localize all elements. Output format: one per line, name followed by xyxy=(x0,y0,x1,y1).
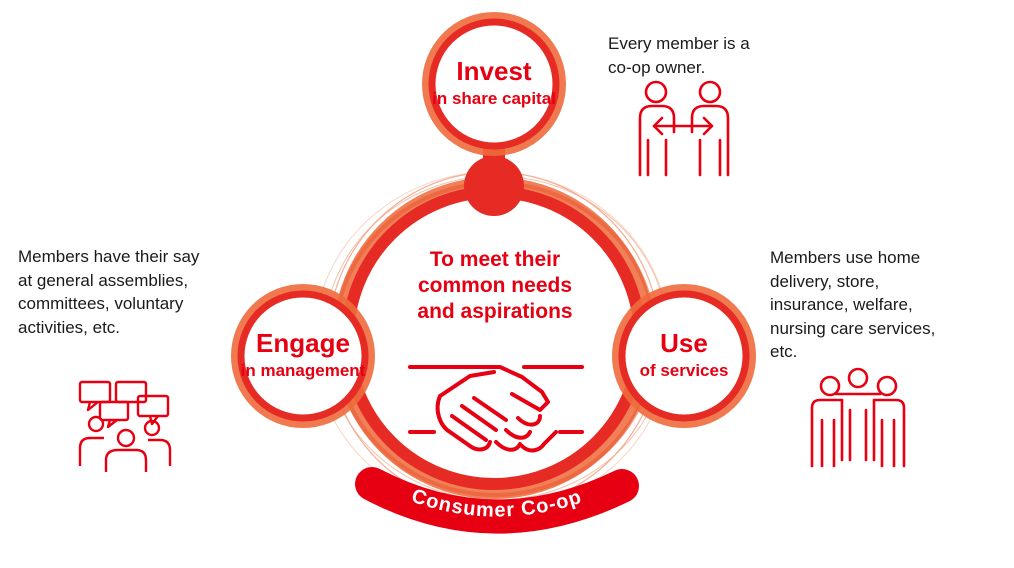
invest-subtitle: in share capital xyxy=(432,89,556,108)
services-note-line: Members use home xyxy=(770,248,921,267)
group-discussion-icon xyxy=(78,380,172,472)
invest-title: Invest xyxy=(456,56,531,86)
services-note-line: delivery, store, xyxy=(770,271,880,291)
engage-node: Engage in management xyxy=(231,284,375,428)
services-note-line: etc. xyxy=(770,342,798,361)
services-note-line: nursing care services, xyxy=(770,318,936,338)
owner-note: Every member is a co-op owner. xyxy=(608,32,750,79)
services-note-line: insurance, welfare, xyxy=(770,295,913,314)
use-subtitle: of services xyxy=(640,361,729,380)
owner-note-line: co-op owner. xyxy=(608,57,706,77)
center-line-2: common needs xyxy=(418,274,572,297)
say-note-line: at general assemblies, xyxy=(18,270,189,290)
say-note: Members have their say at general assemb… xyxy=(18,245,199,339)
use-node: Use of services xyxy=(612,284,756,428)
center-line-3: and aspirations xyxy=(417,300,572,323)
invest-node: Invest in share capital xyxy=(422,12,566,156)
engage-subtitle: in management xyxy=(241,361,366,380)
services-note: Members use home delivery, store, insura… xyxy=(770,246,935,364)
say-note-line: activities, etc. xyxy=(18,317,121,337)
say-note-line: committees, voluntary xyxy=(18,294,184,313)
center-statement: To meet their common needs and aspiratio… xyxy=(417,248,572,323)
engage-title: Engage xyxy=(256,328,350,358)
two-people-exchange-icon xyxy=(638,80,730,177)
owner-note-line: Every member is a xyxy=(608,34,750,53)
use-title: Use xyxy=(660,328,708,358)
say-note-line: Members have their say xyxy=(18,247,200,266)
handshake-icon xyxy=(408,365,584,453)
three-people-icon xyxy=(810,367,906,468)
center-line-1: To meet their xyxy=(430,248,560,271)
